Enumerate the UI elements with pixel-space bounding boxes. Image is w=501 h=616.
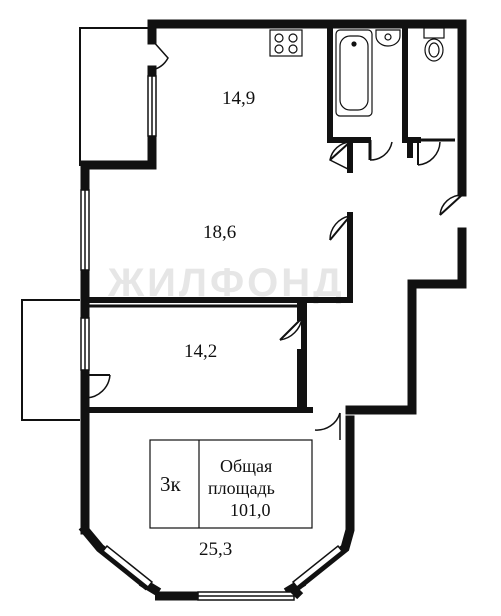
info-box: 3к Общая площадь 101,0 [149,439,313,529]
bottom-wall-segment [155,586,304,601]
area-label-line2: площадь [208,478,275,498]
room-area-living: 18,6 [203,222,236,243]
bathtub-icon [335,29,373,117]
room-area-lower: 25,3 [199,539,232,560]
sink-icon [375,29,401,47]
total-area-value: 101,0 [230,500,271,520]
toilet-icon [423,27,445,62]
balcony-left [21,299,80,421]
stove-icon [269,29,303,57]
room-count: 3к [160,472,182,496]
room-area-bedroom: 14,2 [184,341,217,362]
room-area-kitchen: 14,9 [222,88,255,109]
door-leaves [86,140,463,376]
balcony-top [79,27,150,166]
area-label-line1: Общая [220,456,272,476]
door-swings [85,39,463,440]
